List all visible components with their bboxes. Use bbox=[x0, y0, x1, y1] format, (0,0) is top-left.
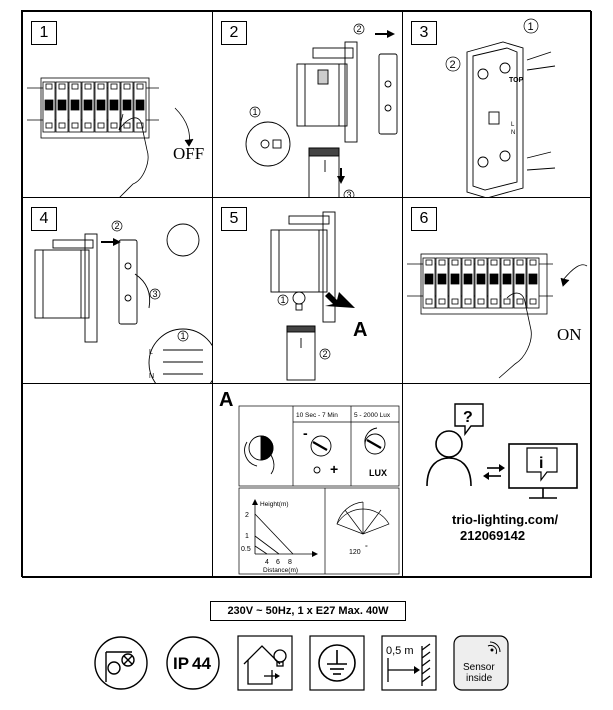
terminal-n: N bbox=[511, 130, 515, 136]
marker-2: 2 bbox=[115, 221, 120, 231]
step-5-panel: 5 A 1 2 bbox=[212, 197, 403, 384]
marker-1: 1 bbox=[181, 331, 186, 341]
step-4-panel: 4 L N 2 3 bbox=[22, 197, 213, 384]
step-number: 1 bbox=[31, 21, 57, 45]
min-distance-text: 0,5 m bbox=[386, 645, 414, 657]
wiring-illustration: L N 2 3 1 bbox=[34, 220, 212, 383]
step-2-panel: 2 bbox=[212, 11, 403, 198]
lux-range-label: 5 - 2000 Lux bbox=[354, 412, 391, 419]
step-6-panel: 6 ON bbox=[402, 197, 592, 384]
detail-ref-a: A bbox=[219, 389, 233, 411]
sensor-inside-icon: Sensor inside bbox=[453, 635, 509, 691]
ip-prefix: IP bbox=[173, 654, 189, 673]
height-tick-05: 0.5 bbox=[241, 546, 251, 553]
support-url-line1[interactable]: trio-lighting.com/ bbox=[452, 512, 559, 527]
step-number: 5 bbox=[221, 207, 247, 231]
detail-ref-a: A bbox=[353, 319, 367, 341]
distance-tick-6: 6 bbox=[276, 559, 280, 566]
lux-label: LUX bbox=[369, 468, 387, 478]
distance-tick-4: 4 bbox=[265, 559, 269, 566]
empty-panel bbox=[22, 383, 213, 578]
sensor-settings-panel: A 10 Sec - 7 Min 5 - 2000 Lux bbox=[212, 383, 403, 578]
min-distance-icon: 0,5 m bbox=[381, 635, 437, 691]
question-icon: ? bbox=[463, 409, 473, 426]
sensor-text-line2: inside bbox=[466, 673, 493, 684]
marker-1: 1 bbox=[253, 107, 258, 117]
remove-cover-illustration: 2 1 3 bbox=[245, 23, 398, 198]
plus-label: + bbox=[330, 461, 338, 477]
marker-1: 1 bbox=[281, 295, 286, 305]
sensor-settings-diagram: A 10 Sec - 7 Min 5 - 2000 Lux bbox=[219, 389, 400, 575]
step-number: 6 bbox=[411, 207, 437, 231]
distance-axis-label: Distance(m) bbox=[263, 567, 298, 574]
height-tick-1: 1 bbox=[245, 533, 249, 540]
angle-label: 120 bbox=[349, 549, 361, 556]
support-url[interactable]: trio-lighting.com/ 212069142 bbox=[452, 512, 558, 544]
ip-value: 44 bbox=[192, 654, 211, 673]
wire-l: L bbox=[149, 349, 153, 356]
marker-3: 3 bbox=[153, 289, 158, 299]
step-number: 2 bbox=[221, 21, 247, 45]
top-label: TOP bbox=[509, 77, 524, 84]
distance-tick-8: 8 bbox=[288, 559, 292, 566]
wall-mount-icon bbox=[94, 636, 148, 690]
angle-unit: ° bbox=[365, 544, 368, 552]
support-illustration: ? i bbox=[426, 403, 578, 499]
wire-n: N bbox=[149, 373, 154, 380]
height-axis-label: Height(m) bbox=[260, 501, 289, 508]
certification-icons-row: IP 44 0,5 m bbox=[0, 634, 613, 694]
minus-label: - bbox=[303, 425, 308, 441]
marker-1: 1 bbox=[528, 21, 534, 33]
time-range-label: 10 Sec - 7 Min bbox=[296, 412, 338, 419]
breaker-on-illustration: ON bbox=[407, 253, 588, 379]
height-tick-2: 2 bbox=[245, 512, 249, 519]
on-label: ON bbox=[557, 325, 582, 344]
step-number: 3 bbox=[411, 21, 437, 45]
sensor-text-line1: Sensor bbox=[463, 662, 495, 673]
marker-2: 2 bbox=[323, 349, 328, 359]
step-number: 4 bbox=[31, 207, 57, 231]
marker-3: 3 bbox=[347, 190, 352, 198]
instruction-grid: 1 OFF 2 bbox=[21, 10, 592, 578]
off-label: OFF bbox=[173, 144, 204, 163]
outdoor-house-lamp-icon bbox=[237, 635, 293, 691]
ip-rating-icon: IP 44 bbox=[166, 636, 220, 690]
protective-earth-icon bbox=[309, 635, 365, 691]
mounting-box-illustration: TOP L N 1 2 bbox=[445, 18, 556, 197]
step-1-panel: 1 OFF bbox=[22, 11, 213, 198]
marker-2: 2 bbox=[357, 24, 362, 34]
bulb-install-illustration: A 1 2 bbox=[270, 211, 367, 381]
info-icon: i bbox=[539, 455, 543, 472]
step-3-panel: 3 TOP L N 1 2 bbox=[402, 11, 592, 198]
marker-2: 2 bbox=[450, 59, 456, 71]
electrical-spec-label: 230V ~ 50Hz, 1 x E27 Max. 40W bbox=[210, 601, 406, 621]
terminal-l: L bbox=[511, 122, 515, 128]
support-url-line2[interactable]: 212069142 bbox=[460, 528, 526, 543]
support-panel: ? i bbox=[402, 383, 592, 578]
breaker-off-illustration: OFF bbox=[27, 77, 204, 197]
